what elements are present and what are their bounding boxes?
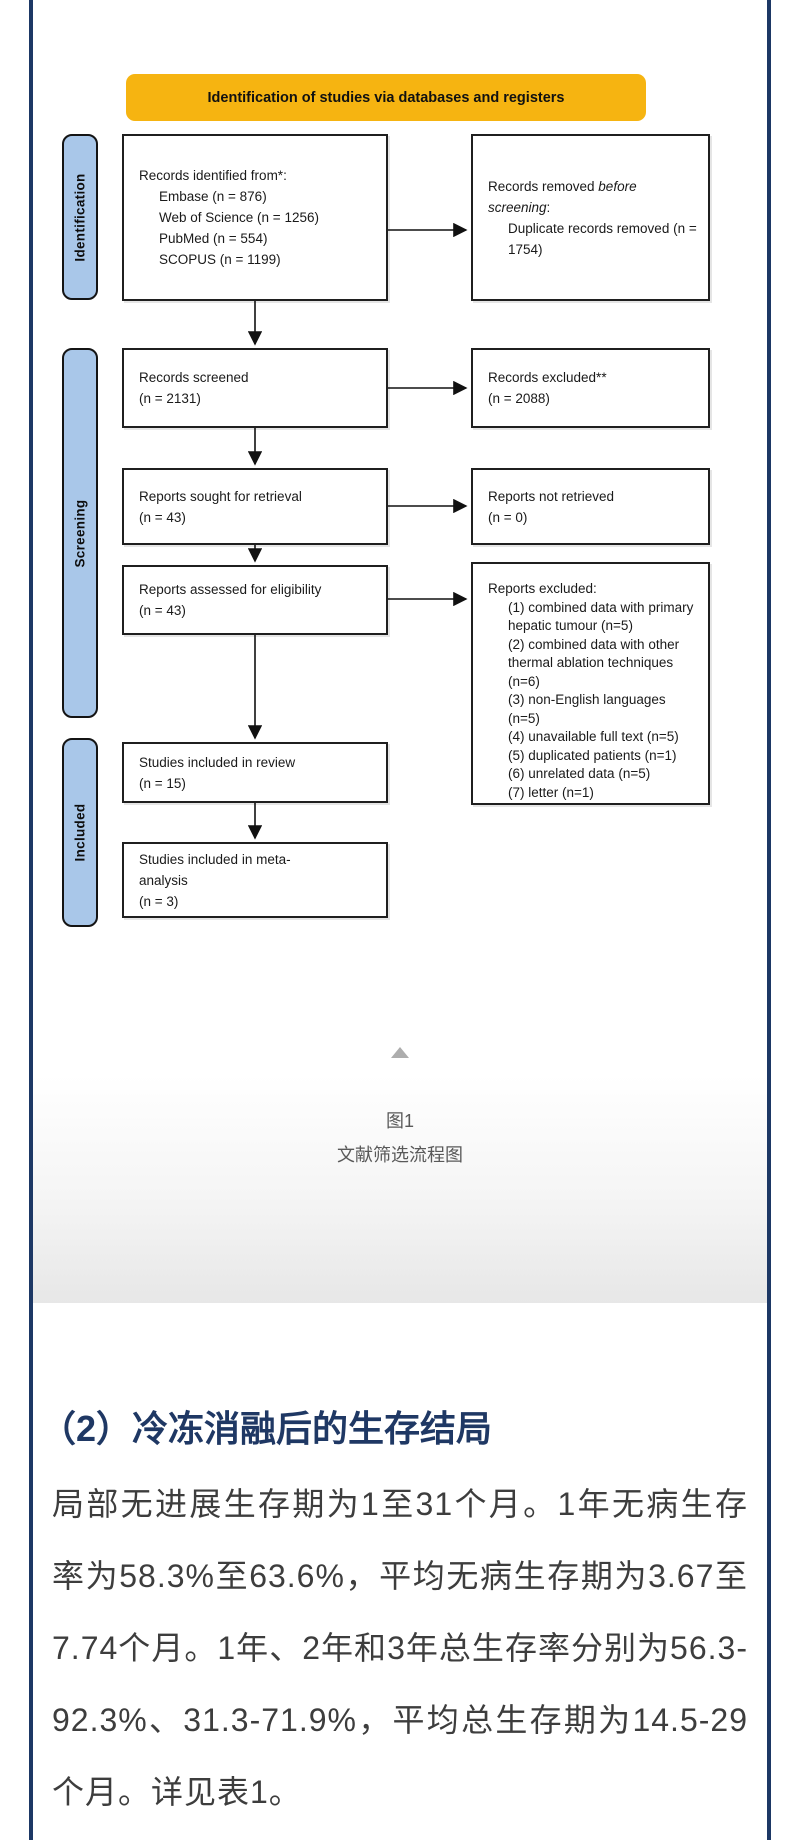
flowchart-banner-label: Identification of studies via databases … xyxy=(207,89,565,106)
box-line: Studies included in review xyxy=(139,754,296,770)
left-border-rule xyxy=(29,0,33,1840)
box-records-removed: Records removed before screening: Duplic… xyxy=(471,134,710,301)
box-records-screened: Records screened (n = 2131) xyxy=(122,348,388,428)
exclusion-reason: (1) combined data with primary hepatic t… xyxy=(508,599,694,634)
section-heading: （2）冷冻消融后的生存结局 xyxy=(40,1408,493,1449)
source-line: SCOPUS (n = 1199) xyxy=(159,252,281,267)
box-title: Records removed before screening: xyxy=(488,178,637,215)
exclusion-reason: (7) letter (n=1) xyxy=(508,784,594,800)
flow-arrows xyxy=(247,222,468,840)
box-line: Reports not retrieved xyxy=(488,488,615,504)
exclusion-reason: (3) non-English languages (n=5) xyxy=(508,692,666,726)
box-records-excluded: Records excluded** (n = 2088) xyxy=(471,348,710,428)
box-line: (n = 15) xyxy=(139,775,186,791)
box-line: (n = 2088) xyxy=(488,391,550,406)
stage-bar-identification: Identification xyxy=(62,134,98,300)
box-line: (n = 2131) xyxy=(139,391,201,406)
right-border-rule xyxy=(767,0,771,1840)
box-line: Studies included in meta- xyxy=(139,851,291,867)
source-line: Web of Science (n = 1256) xyxy=(159,210,319,225)
box-line: Reports sought for retrieval xyxy=(139,488,302,504)
removed-detail: Duplicate records removed (n = 1754) xyxy=(508,220,697,257)
box-records-identified: Records identified from*: Embase (n = 87… xyxy=(122,134,388,301)
exclusion-reason: (2) combined data with other thermal abl… xyxy=(508,636,680,689)
exclusion-reason: (5) duplicated patients (n=1) xyxy=(508,747,677,763)
figure-fade-band xyxy=(33,1075,767,1303)
figure-label: 图1 xyxy=(385,1111,414,1131)
figure-title: 文献筛选流程图 xyxy=(337,1145,463,1165)
box-reports-sought: Reports sought for retrieval (n = 43) xyxy=(122,468,388,545)
box-line: Records excluded** xyxy=(488,370,607,385)
box-line: Records screened xyxy=(139,370,249,385)
figure-caption: 图1 文献筛选流程图 xyxy=(0,1104,800,1172)
exclusion-reason: (4) unavailable full text (n=5) xyxy=(508,729,679,744)
box-reports-assessed: Reports assessed for eligibility (n = 43… xyxy=(122,565,388,635)
source-line: PubMed (n = 554) xyxy=(159,231,268,246)
box-title: Records identified from*: xyxy=(139,168,287,183)
source-line: Embase (n = 876) xyxy=(159,189,267,204)
collapse-triangle-icon[interactable] xyxy=(391,1047,409,1058)
exclusion-reason: (6) unrelated data (n=5) xyxy=(508,766,651,781)
box-line: analysis xyxy=(139,872,188,888)
box-line: (n = 43) xyxy=(139,603,186,618)
stage-bar-included: Included xyxy=(62,738,98,927)
body-paragraph: 局部无进展生存期为1至31个月。1年无病生存率为58.3%至63.6%，平均无病… xyxy=(52,1486,748,1810)
box-studies-in-meta-analysis: Studies included in meta- analysis (n = … xyxy=(122,842,388,918)
box-reports-excluded-reasons: Reports excluded: (1) combined data with… xyxy=(471,562,710,805)
box-title: Reports excluded: xyxy=(488,581,597,596)
stage-bar-screening: Screening xyxy=(62,348,98,718)
box-line: Reports assessed for eligibility xyxy=(139,582,322,597)
box-studies-in-review: Studies included in review (n = 15) xyxy=(122,742,388,803)
box-line: (n = 3) xyxy=(139,893,179,909)
box-reports-not-retrieved: Reports not retrieved (n = 0) xyxy=(471,468,710,545)
flowchart-banner: Identification of studies via databases … xyxy=(126,74,646,121)
box-line: (n = 0) xyxy=(488,509,528,525)
box-line: (n = 43) xyxy=(139,509,186,525)
